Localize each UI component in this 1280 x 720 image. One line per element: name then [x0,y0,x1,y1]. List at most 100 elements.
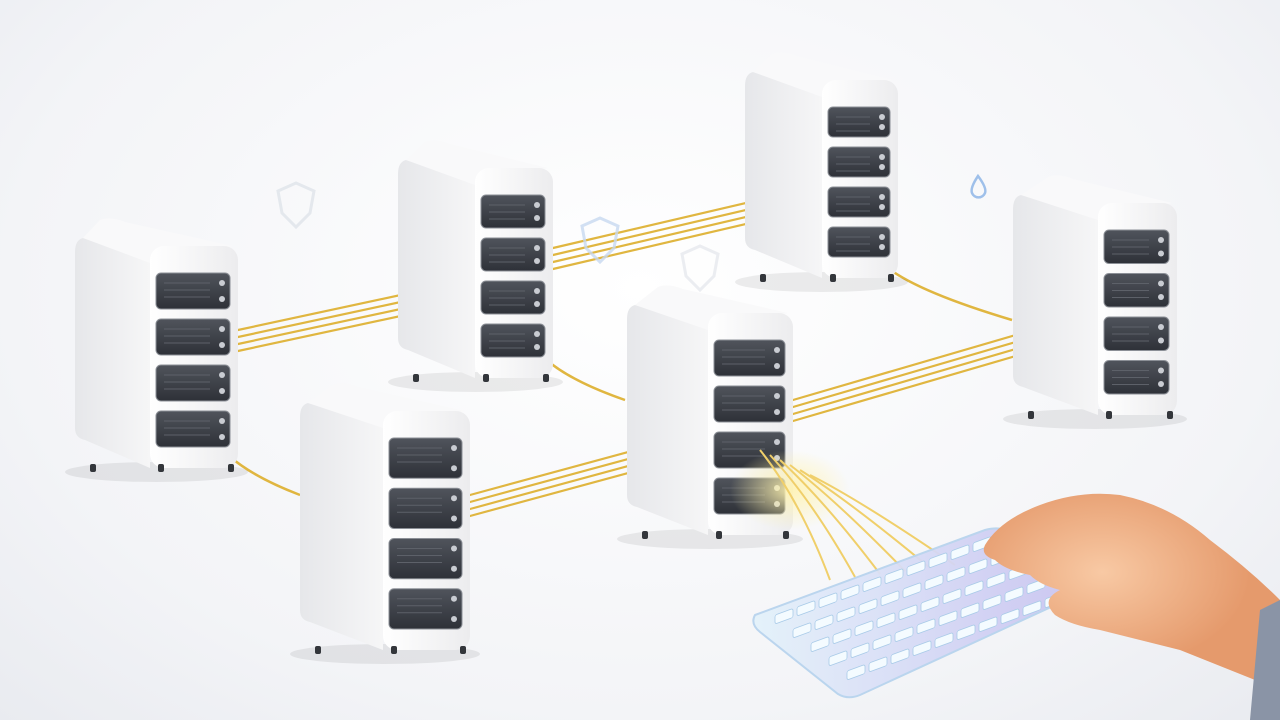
server-layer [65,52,1187,664]
shield-icon [276,181,316,230]
keyboard-key [968,558,988,574]
keyboard-key [850,642,870,658]
drive-bay [827,106,891,138]
drive-bay [388,538,463,580]
gold-cable [791,337,1052,416]
drive-bay [155,410,231,448]
server-foot [391,646,397,654]
status-led [219,418,225,424]
cable-layer [213,193,1052,518]
status-led [774,393,780,399]
keyboard-key [934,632,954,648]
server-tower [617,285,803,549]
server-foot [90,464,96,472]
status-led [534,245,540,251]
status-led [1158,250,1164,257]
keyboard-key [912,640,932,656]
keyboard-key [916,618,936,634]
status-led [774,439,780,445]
keyboard-key [832,628,852,644]
drive-bay [713,339,786,377]
keyboard-key [868,656,888,672]
keyboard-key [1000,608,1020,624]
server-tower [388,140,563,392]
keyboard-key [960,602,980,618]
status-led [219,342,225,348]
keyboard-key [796,600,816,616]
keyboard-key [818,592,838,608]
status-led [451,565,457,572]
gold-cable [791,344,1052,423]
status-led [219,388,225,394]
status-led [879,194,885,200]
keyboard-key [978,616,998,632]
status-led [879,114,885,120]
status-led [774,363,780,369]
keyboard-key [774,608,794,624]
server-foot [413,374,419,382]
server-side-panel [745,72,822,278]
drive-bay [388,437,463,479]
status-led [1158,367,1164,374]
shield-icon [580,216,620,265]
server-side-panel [300,403,383,650]
drive-bay [155,272,231,310]
status-led [879,204,885,210]
hand-shape [983,493,1280,690]
status-led [219,326,225,332]
server-foot [1028,411,1034,419]
status-led [534,202,540,208]
drive-bay [827,226,891,258]
keyboard-key [1022,600,1042,616]
keyboard-key [890,648,910,664]
server-foot [1167,411,1173,419]
keyboard-key [1004,586,1024,602]
server-side-panel [627,305,708,535]
hand [983,493,1280,720]
server-tower [290,383,480,664]
status-led [451,595,457,602]
server-foot [543,374,549,382]
keyboard-key [810,636,830,652]
keyboard-key [858,598,878,614]
gold-cable [791,330,1052,409]
status-led [1158,337,1164,344]
server-side-panel [75,238,150,468]
server-foot [1106,411,1112,419]
gold-cable [551,200,782,257]
status-led [1158,294,1164,300]
status-led [774,347,780,353]
keyboard-key [862,576,882,592]
status-led [879,244,885,250]
keyboard-key [876,612,896,628]
hexagon-icon [680,244,720,293]
status-led [879,164,885,170]
keyboard-key [928,552,948,568]
status-led [219,280,225,286]
keyboard-key [884,568,904,584]
sleeve [1250,600,1280,720]
server-tower [1003,175,1187,429]
drive-bay [155,318,231,356]
keyboard-key [814,614,834,630]
drive-bay [713,385,786,423]
keyboard-key [946,566,966,582]
keyboard-key [828,650,848,666]
foreground-layer [276,173,1280,720]
gold-cable [799,469,931,569]
status-led [774,409,780,415]
server-side-panel [398,160,475,378]
status-led [534,301,540,307]
keyboard-key [924,574,944,590]
gold-cable [789,464,906,572]
gold-cable [779,459,881,575]
gold-cable [769,454,856,578]
status-led [451,545,457,552]
server-tower [65,218,248,482]
server-foot [830,274,836,282]
keyboard-key [872,634,892,650]
keyboard-key [906,560,926,576]
status-led [1158,280,1164,287]
drive-bay [827,146,891,178]
status-led [534,288,540,294]
